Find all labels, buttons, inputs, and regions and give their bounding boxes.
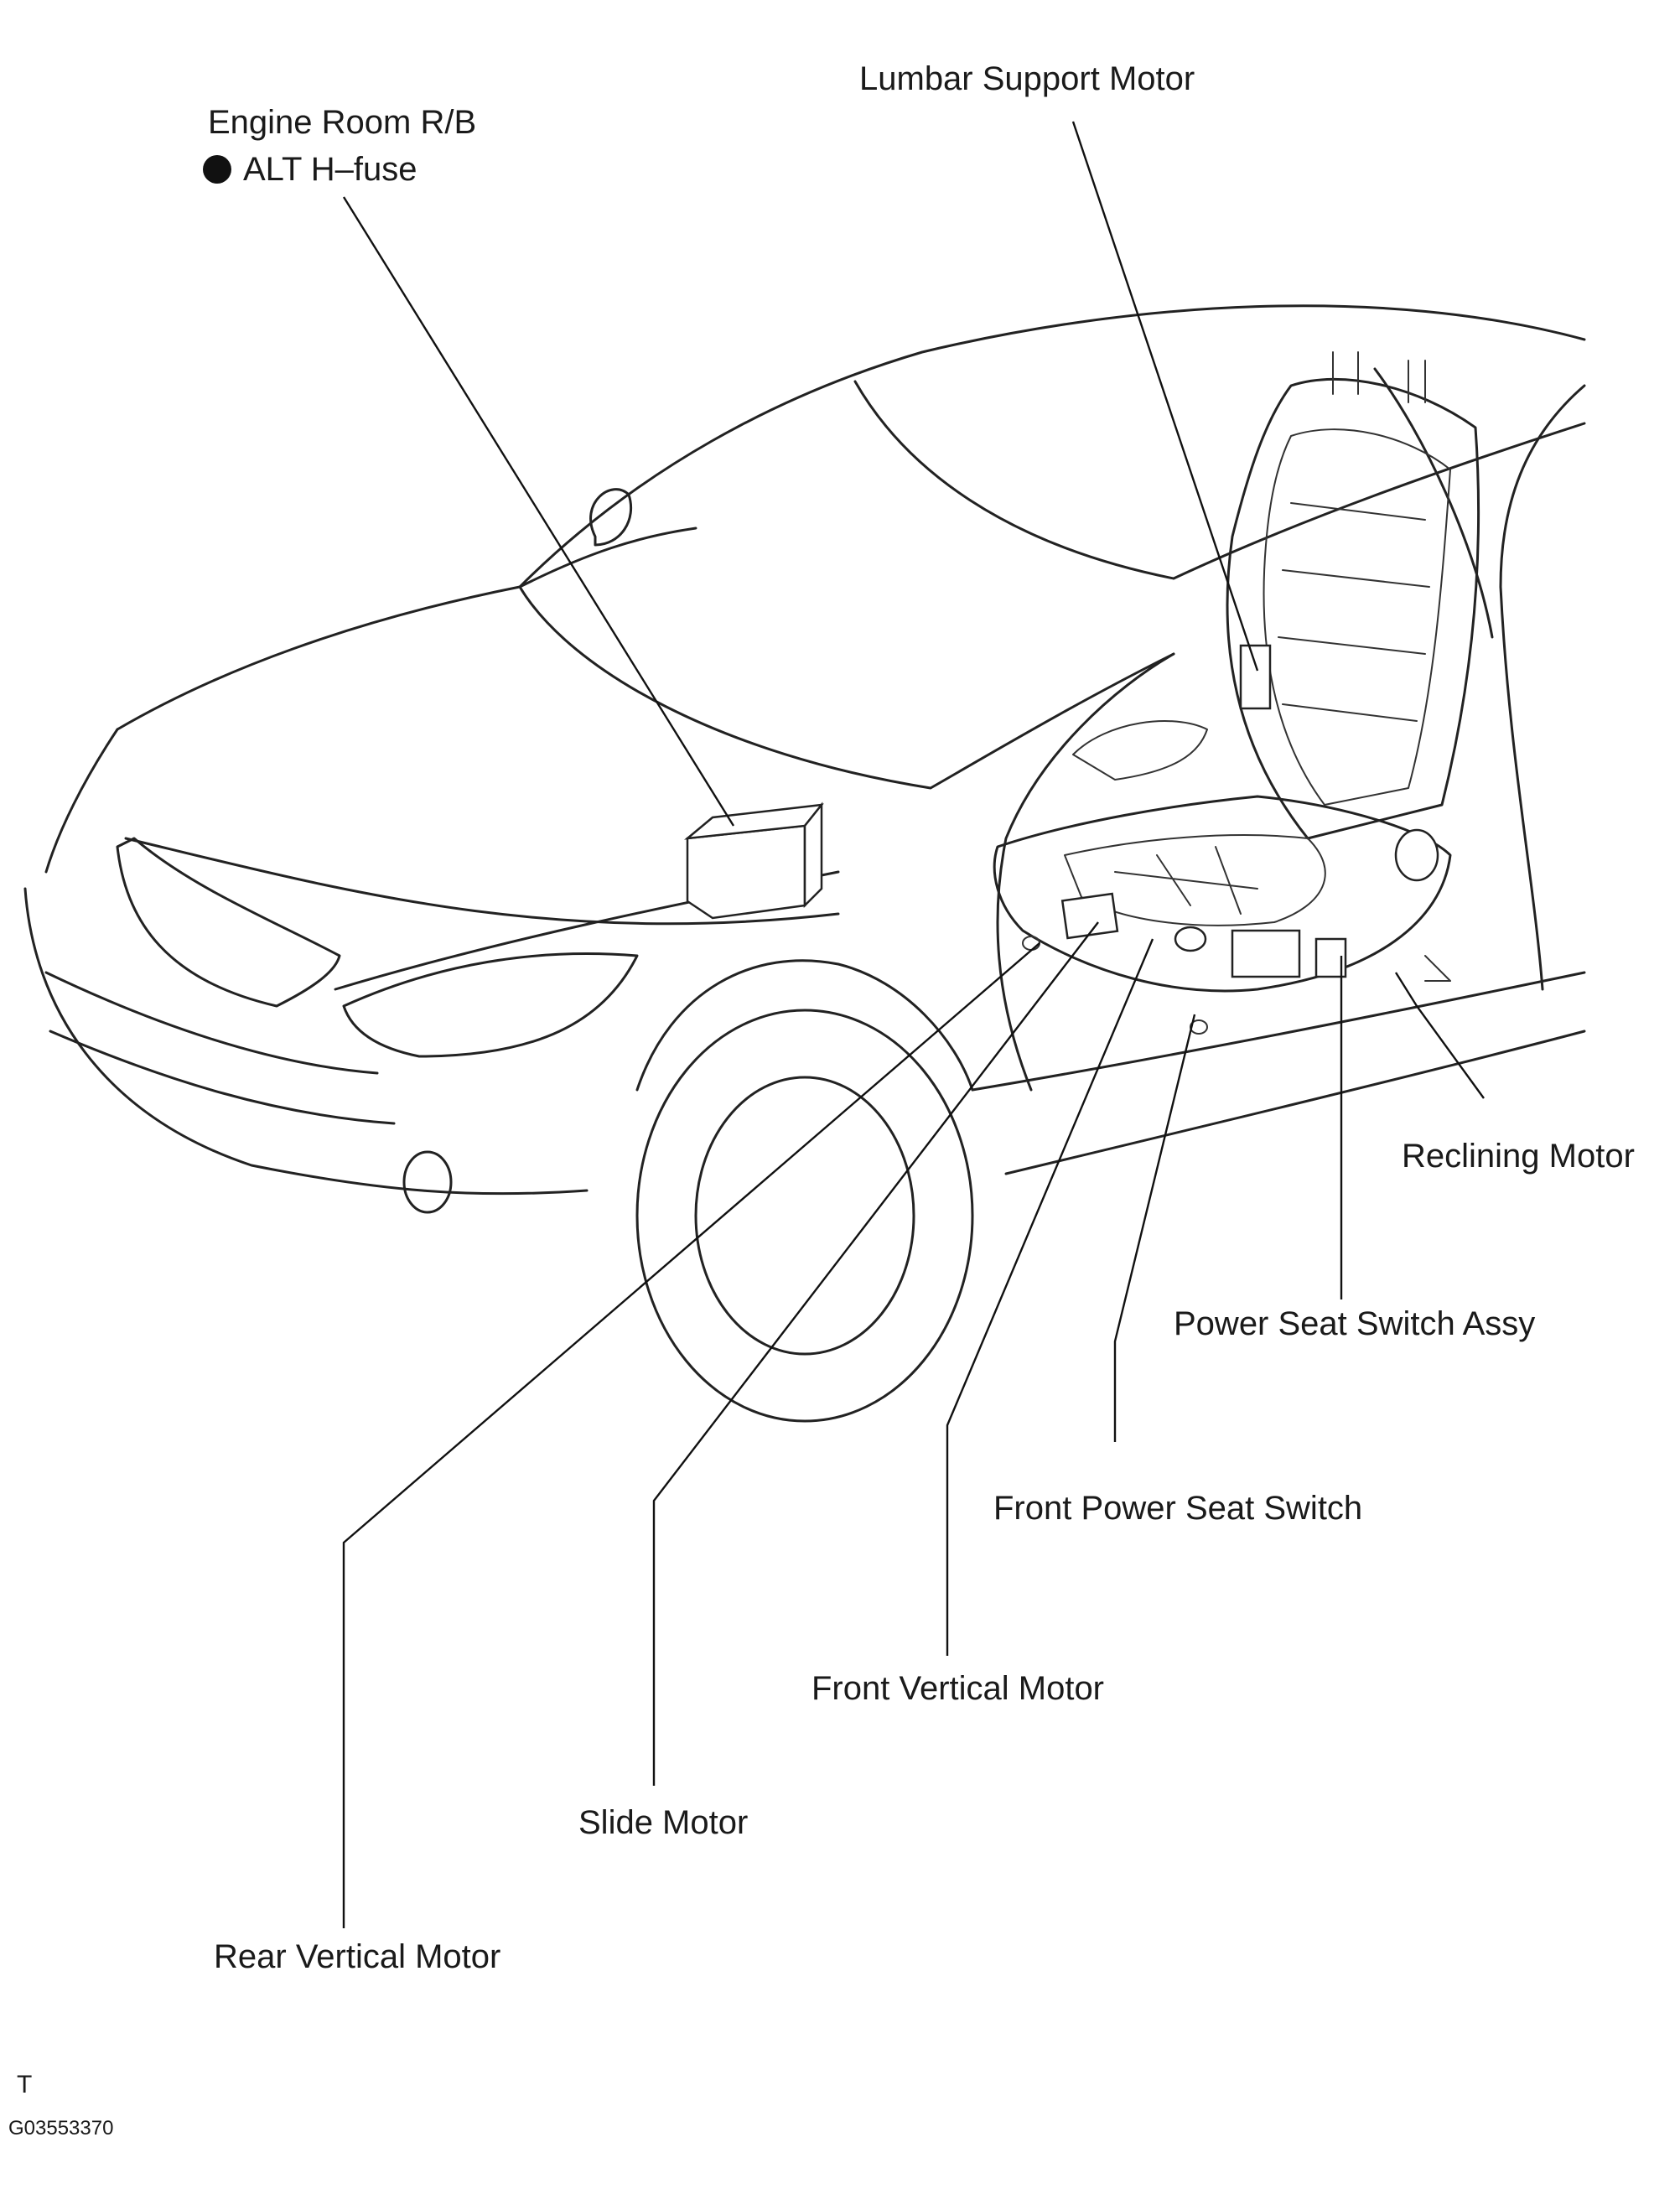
leader-rear-vertical-motor: [342, 942, 1040, 1928]
label-power-seat-switch-assy: Power Seat Switch Assy: [1174, 1305, 1536, 1342]
engine-room-relay-block: [684, 801, 824, 920]
car-body-outline: [23, 304, 1586, 1423]
label-engine-room-rb: Engine Room R/B: [208, 102, 476, 143]
black-dot-icon: [203, 155, 231, 184]
label-front-vertical-motor: Front Vertical Motor: [811, 1670, 1105, 1707]
alt-h-fuse-text: ALT H–fuse: [243, 151, 417, 188]
leader-slide-motor: [652, 921, 1099, 1786]
power-seat-drawing: [993, 351, 1480, 1035]
label-alt-h-fuse: ALT H–fuse: [203, 149, 417, 189]
leader-front-power-seat-switch: [1113, 1014, 1196, 1442]
figure-code: G03553370: [8, 2117, 114, 2140]
engine-room-rb-text: Engine Room R/B: [208, 104, 477, 141]
label-lumbar-support-motor: Lumbar Support Motor: [859, 60, 1195, 97]
leader-lines: [342, 121, 1485, 1928]
leader-reclining-motor: [1394, 972, 1485, 1099]
corner-letter: T: [17, 2071, 33, 2098]
leader-engine-room-rb: [342, 196, 735, 827]
leader-lumbar-support-motor: [1071, 121, 1259, 672]
label-rear-vertical-motor: Rear Vertical Motor: [214, 1938, 501, 1975]
label-reclining-motor: Reclining Motor: [1402, 1138, 1635, 1175]
label-front-power-seat-switch: Front Power Seat Switch: [993, 1490, 1363, 1527]
label-slide-motor: Slide Motor: [578, 1804, 749, 1841]
leader-front-vertical-motor: [946, 938, 1154, 1656]
